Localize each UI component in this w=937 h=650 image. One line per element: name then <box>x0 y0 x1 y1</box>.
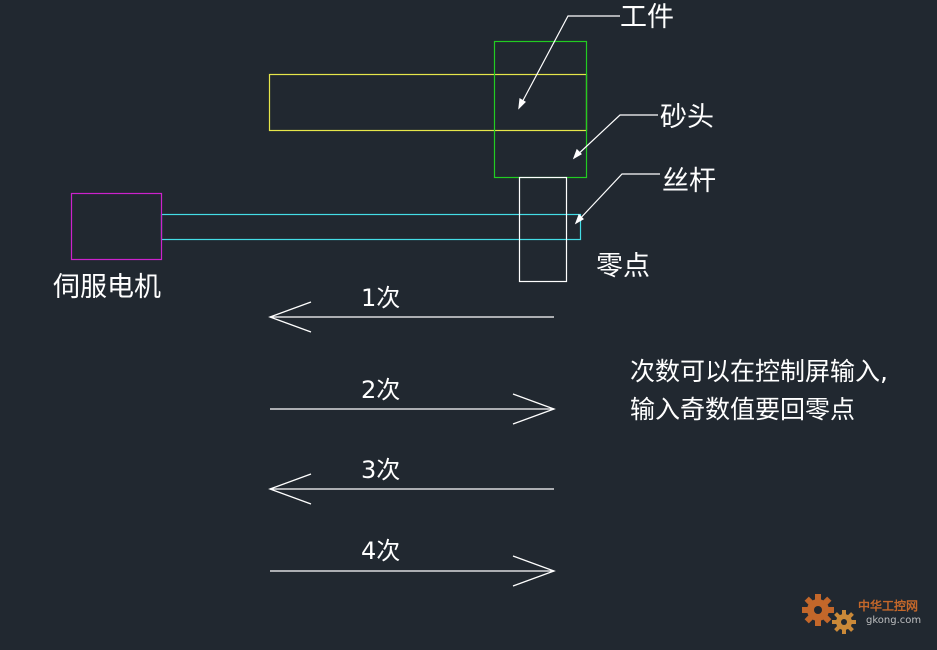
pass-4-arrow <box>270 555 556 587</box>
workpiece-rect <box>268 73 588 132</box>
watermark-logo: 中华工控网 gkong.com <box>802 594 921 634</box>
watermark-brand: 中华工控网 <box>858 598 918 613</box>
pass-4-label: 4次 <box>361 537 400 565</box>
note-line-2: 输入奇数值要回零点 <box>630 395 855 424</box>
label-zero-point: 零点 <box>596 251 650 282</box>
label-workpiece: 工件 <box>620 2 674 33</box>
lead-screw-rect <box>160 213 582 241</box>
pass-1-arrow <box>268 301 554 333</box>
gear-icon <box>802 594 834 626</box>
pass-3-label: 3次 <box>361 456 400 484</box>
label-sand-head: 砂头 <box>660 102 714 133</box>
note-line-1: 次数可以在控制屏输入, <box>630 357 888 386</box>
watermark-domain: gkong.com <box>866 615 921 626</box>
gear-small-icon <box>832 610 856 634</box>
leader-lead-screw <box>574 173 660 225</box>
servo-motor-rect <box>70 192 163 261</box>
pass-1-label: 1次 <box>361 284 400 312</box>
sand-head-rect <box>493 40 588 179</box>
label-lead-screw: 丝杆 <box>662 166 716 197</box>
pass-3-arrow <box>268 473 554 505</box>
pass-2-label: 2次 <box>361 376 400 404</box>
label-servo-motor: 伺服电机 <box>53 272 161 303</box>
leader-sand-head <box>572 114 658 160</box>
carriage-block <box>518 176 568 283</box>
leader-workpiece <box>518 15 620 110</box>
pass-2-arrow <box>270 393 556 425</box>
